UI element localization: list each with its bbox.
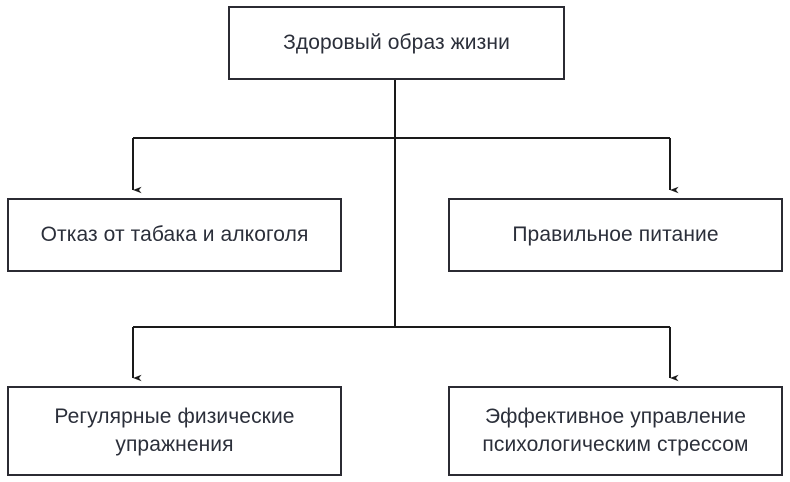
node-label: Регулярные физические упражнения <box>54 405 295 456</box>
node-tobacco-alcohol-refusal: Отказ от табака и алкоголя <box>7 198 342 272</box>
node-proper-nutrition: Правильное питание <box>448 198 783 272</box>
node-label: Эффективное управление психологическим с… <box>482 405 749 456</box>
node-label: Отказ от табака и алкоголя <box>40 223 309 247</box>
node-stress-management: Эффективное управление психологическим с… <box>448 386 783 476</box>
node-label: Здоровый образ жизни <box>283 31 510 55</box>
node-regular-exercise: Регулярные физические упражнения <box>7 386 342 476</box>
node-healthy-lifestyle: Здоровый образ жизни <box>228 6 565 80</box>
node-label: Правильное питание <box>512 223 719 247</box>
